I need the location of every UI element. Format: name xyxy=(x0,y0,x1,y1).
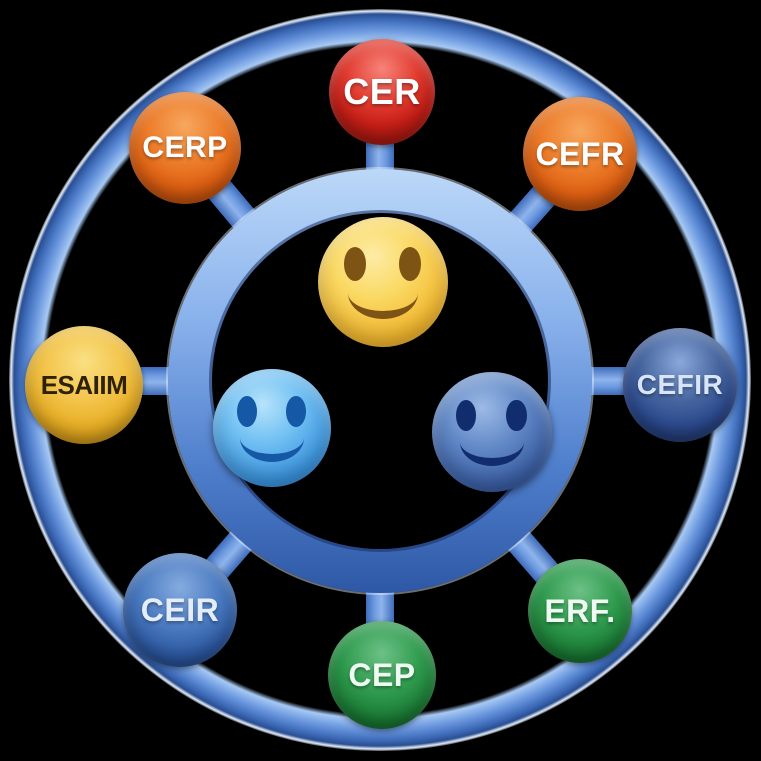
node-cefir: CEFIR xyxy=(623,328,737,442)
node-ceir: CEIR xyxy=(123,553,237,667)
node-erf-label: ERF. xyxy=(544,592,616,629)
node-cerp-label: CERP xyxy=(142,131,228,164)
smile-mouth-icon xyxy=(347,266,419,319)
node-esaiim: ESAIIM xyxy=(25,326,143,444)
node-cer-label: CER xyxy=(343,71,421,112)
light-blue-smiley-icon xyxy=(213,369,331,487)
smile-mouth-icon xyxy=(459,418,525,467)
node-esaiim-label: ESAIIM xyxy=(40,369,128,400)
dark-blue-smiley-icon xyxy=(432,372,552,492)
node-cep: CEP xyxy=(328,621,436,729)
node-cerp: CERP xyxy=(129,92,241,204)
node-cep-label: CEP xyxy=(348,656,416,693)
node-cefir-label: CEFIR xyxy=(636,369,724,400)
node-cer: CER xyxy=(329,39,435,145)
node-cefr: CEFR xyxy=(523,97,637,211)
node-ceir-label: CEIR xyxy=(140,591,220,628)
smile-mouth-icon xyxy=(240,414,304,462)
node-erf: ERF. xyxy=(528,559,632,663)
yellow-smiley-icon xyxy=(318,217,448,347)
node-cefr-label: CEFR xyxy=(535,135,625,172)
